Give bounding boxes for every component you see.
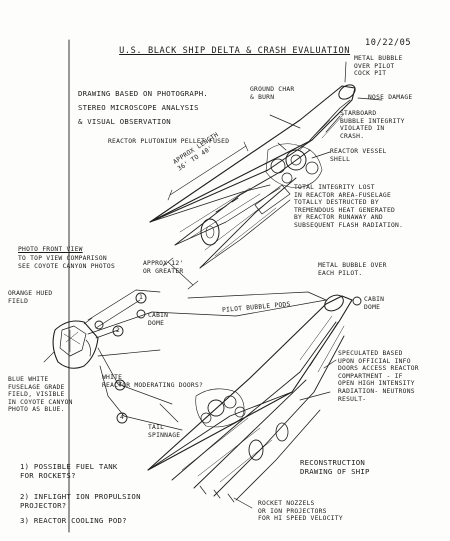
reconstruction-ship-drawing (147, 294, 353, 509)
marker-label-4: 4 (120, 414, 125, 421)
crashed-ship-drawing (149, 61, 383, 290)
question-reactor-cooling: 3) REACTOR COOLING POD? (20, 516, 127, 525)
page-title-text: U.S. BLACK SHIP DELTA & CRASH EVALUATION (119, 45, 351, 56)
note-visual-observation: & VISUAL OBSERVATION (78, 117, 171, 126)
callout-reactor-pellet: REACTOR PLUTONIUM PELLET FUSED (108, 138, 230, 145)
callout-approx-12ft: APPROX 12' OR GREATER (143, 260, 184, 275)
callout-cabin-dome-left: CABIN DOME (148, 312, 169, 327)
page-date: 10/22/05 (365, 38, 412, 48)
callout-top-view-comparison: TO TOP VIEW COMPARISON SEE COYOTE CANYON… (18, 255, 115, 270)
callout-photo-front-view: PHOTO FRONT VIEW (18, 246, 83, 253)
note-drawing-basis: DRAWING BASED ON PHOTOGRAPH. (78, 89, 209, 98)
marker-label-2: 2 (116, 327, 121, 334)
connector-lines (87, 289, 327, 431)
callout-tail-spinnage: TAIL SPINNAGE (148, 424, 181, 439)
marker-label-1: 1 (139, 294, 144, 301)
marker-circle-a (94, 320, 104, 330)
callout-white-reactor-doors: WHITE REACTOR MODERATING DOORS? (102, 374, 204, 389)
front-view-sketch (43, 317, 99, 369)
callout-cabin-dome-right: CABIN DOME (364, 296, 385, 311)
marker-label-3: 3 (118, 381, 123, 388)
marker-circle-2 (112, 325, 124, 337)
callout-blue-white-field: BLUE WHITE FUSELAGE GRADE FIELD, VISIBLE… (8, 376, 73, 414)
note-stereo-analysis: STEREO MICROSCOPE ANALYSIS (78, 103, 199, 112)
callout-integrity-lost: TOTAL INTEGRITY LOST IN REACTOR AREA-FUS… (294, 184, 404, 229)
callout-metal-bubble-cockpit: METAL BUBBLE OVER PILOT COCK PIT (354, 55, 403, 78)
marker-circle-1 (135, 292, 147, 304)
callout-rocket-nozzels: ROCKET NOZZELS OR ION PROJECTORS FOR HI … (258, 500, 343, 523)
callout-speculated-reactor: SPECULATED BASED UPON OFFICIAL INFO DOOR… (338, 350, 419, 403)
marker-circle-cabin-right (352, 296, 362, 306)
note-reconstruction: RECONSTRUCTION DRAWING OF SHIP (300, 458, 370, 476)
marker-circle-3 (114, 379, 126, 391)
callout-ground-char: GROUND CHAR & BURN (250, 86, 295, 101)
question-fuel-tank: 1) POSSIBLE FUEL TANK FOR ROCKETS? (20, 462, 118, 480)
page-title: U.S. BLACK SHIP DELTA & CRASH EVALUATION (96, 40, 350, 63)
callout-orange-field: ORANGE HUED FIELD (8, 290, 53, 305)
marker-circle-cabin-left (136, 309, 146, 319)
callout-nose-damage: NOSE DAMAGE (368, 94, 413, 101)
callout-starboard-bubble: STARBOARD BUBBLE INTEGRITY VIOLATED IN C… (340, 110, 405, 140)
callout-reactor-vessel: REACTOR VESSEL SHELL (330, 148, 387, 163)
callout-metal-bubble-each-pilot: METAL BUBBLE OVER EACH PILOT. (318, 262, 387, 277)
question-ion-propulsion: 2) INFLIGHT ION PROPULSION PROJECTOR? (20, 492, 141, 510)
marker-circle-4 (116, 412, 128, 424)
